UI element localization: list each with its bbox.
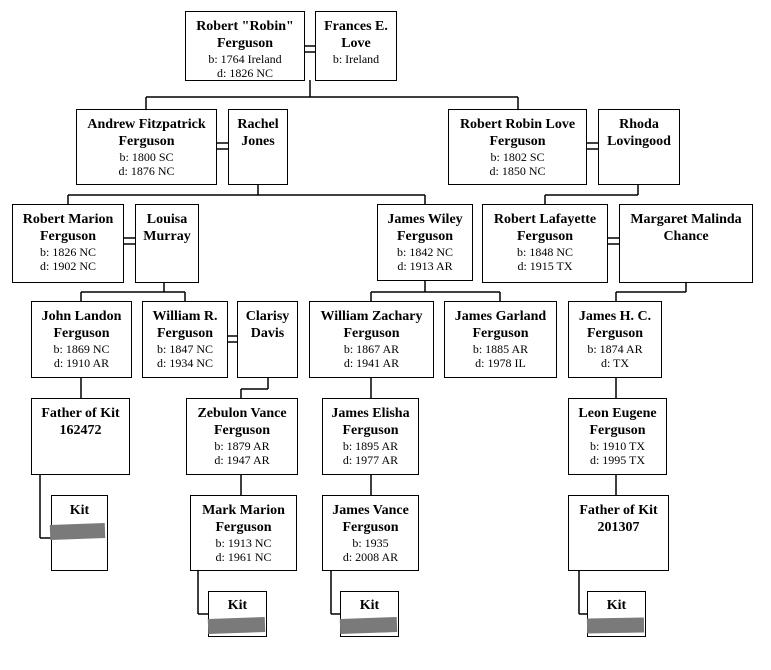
person-name: Frances E. Love xyxy=(324,19,388,51)
person-name: Mark Marion Ferguson xyxy=(202,503,285,535)
person-name: John Landon Ferguson xyxy=(41,309,122,341)
person-name: Rachel Jones xyxy=(237,117,279,149)
person-name: James Vance Ferguson xyxy=(332,503,409,535)
person-name: Kit xyxy=(227,598,248,613)
death-info: d: 1913 AR xyxy=(397,259,453,273)
death-info: d: 1934 NC xyxy=(156,356,213,370)
birth-info: b: 1869 NC xyxy=(53,342,110,356)
death-info: d: 1910 AR xyxy=(53,356,110,370)
death-info: d: 1947 AR xyxy=(214,453,270,467)
person-margaret-malinda-chance: Margaret Malinda Chance xyxy=(619,204,753,283)
person-kit-3: Kit xyxy=(339,591,399,637)
death-info: d: 1902 NC xyxy=(39,259,96,273)
person-zebulon-vance-ferguson: Zebulon Vance Ferguson b: 1879 AR d: 194… xyxy=(186,398,298,475)
person-leon-eugene-ferguson: Leon Eugene Ferguson b: 1910 TX d: 1995 … xyxy=(568,398,667,475)
birth-info: b: 1842 NC xyxy=(396,245,453,259)
person-father-of-kit-162472: Father of Kit 162472 xyxy=(31,398,130,475)
person-name: Zebulon Vance Ferguson xyxy=(197,406,287,438)
birth-info: b: 1847 NC xyxy=(156,342,213,356)
person-name: James Garland Ferguson xyxy=(454,309,547,341)
person-name: Robert "Robin" Ferguson xyxy=(196,19,294,51)
person-andrew-fitzpatrick-ferguson: Andrew Fitzpatrick Ferguson b: 1800 SC d… xyxy=(76,109,217,185)
birth-info: b: 1885 AR xyxy=(472,342,529,356)
person-name: Kit xyxy=(69,503,90,518)
person-name: Rhoda Lovingood xyxy=(607,117,671,149)
person-name: Margaret Malinda Chance xyxy=(630,212,742,244)
person-name: Leon Eugene Ferguson xyxy=(578,406,657,438)
birth-info: b: 1895 AR xyxy=(342,439,399,453)
birth-info: b: 1800 SC xyxy=(119,150,174,164)
person-robert-marion-ferguson: Robert Marion Ferguson b: 1826 NC d: 190… xyxy=(12,204,124,283)
redacted-kit-number xyxy=(586,617,645,634)
person-kit-4: Kit xyxy=(586,591,646,637)
person-name: William R. Ferguson xyxy=(152,309,218,341)
birth-info: b: 1848 NC xyxy=(516,245,573,259)
person-name: Robert Marion Ferguson xyxy=(22,212,114,244)
birth-info: b: 1826 NC xyxy=(39,245,96,259)
death-info: d: 1977 AR xyxy=(342,453,399,467)
death-info: d: 1978 IL xyxy=(475,356,526,370)
redacted-kit-number xyxy=(49,523,106,540)
death-info: d: 2008 AR xyxy=(342,550,399,564)
birth-info: b: 1802 SC xyxy=(490,150,545,164)
person-robert-lafayette-ferguson: Robert Lafayette Ferguson b: 1848 NC d: … xyxy=(482,204,608,283)
death-info: d: 1876 NC xyxy=(118,164,175,178)
person-james-elisha-ferguson: James Elisha Ferguson b: 1895 AR d: 1977… xyxy=(322,398,419,475)
person-name: Robert Robin Love Ferguson xyxy=(459,117,576,149)
redacted-kit-number xyxy=(339,617,398,634)
person-name: Andrew Fitzpatrick Ferguson xyxy=(87,117,206,149)
redacted-kit-number xyxy=(207,617,266,634)
person-frances-love: Frances E. Love b: Ireland xyxy=(315,11,397,81)
birth-info: b: 1913 NC xyxy=(215,536,272,550)
birth-info: b: 1879 AR xyxy=(214,439,270,453)
person-rachel-jones: Rachel Jones xyxy=(228,109,288,185)
person-kit-1: Kit xyxy=(49,495,108,571)
person-kit-2: Kit xyxy=(207,591,267,637)
person-william-zachary-ferguson: William Zachary Ferguson b: 1867 AR d: 1… xyxy=(309,301,434,378)
person-john-landon-ferguson: John Landon Ferguson b: 1869 NC d: 1910 … xyxy=(31,301,132,378)
person-louisa-murray: Louisa Murray xyxy=(135,204,199,283)
person-james-vance-ferguson: James Vance Ferguson b: 1935 d: 2008 AR xyxy=(322,495,419,571)
birth-info: b: 1867 AR xyxy=(343,342,400,356)
person-name: William Zachary Ferguson xyxy=(320,309,423,341)
birth-info: b: 1910 TX xyxy=(589,439,646,453)
person-james-wiley-ferguson: James Wiley Ferguson b: 1842 NC d: 1913 … xyxy=(377,204,473,281)
person-name: Robert Lafayette Ferguson xyxy=(493,212,597,244)
person-mark-marion-ferguson: Mark Marion Ferguson b: 1913 NC d: 1961 … xyxy=(190,495,297,571)
death-info: d: 1826 NC xyxy=(216,66,273,80)
person-name: Clarisy Davis xyxy=(245,309,290,341)
death-info: d: TX xyxy=(600,356,630,370)
person-rhoda-lovingood: Rhoda Lovingood xyxy=(598,109,680,185)
death-info: d: 1961 NC xyxy=(215,550,272,564)
birth-info: b: Ireland xyxy=(332,52,380,66)
death-info: d: 1915 TX xyxy=(517,259,573,273)
birth-info: b: 1764 Ireland xyxy=(208,52,282,66)
person-robert-robin-ferguson: Robert "Robin" Ferguson b: 1764 Ireland … xyxy=(185,11,305,81)
person-name: Kit xyxy=(359,598,380,613)
death-info: d: 1850 NC xyxy=(489,164,546,178)
person-james-hc-ferguson: James H. C. Ferguson b: 1874 AR d: TX xyxy=(568,301,662,378)
person-clarisy-davis: Clarisy Davis xyxy=(237,301,298,378)
person-robert-robin-love-ferguson: Robert Robin Love Ferguson b: 1802 SC d:… xyxy=(448,109,587,185)
person-name: Father of Kit 201307 xyxy=(579,503,658,535)
death-info: d: 1941 AR xyxy=(343,356,400,370)
person-james-garland-ferguson: James Garland Ferguson b: 1885 AR d: 197… xyxy=(444,301,557,378)
person-william-r-ferguson: William R. Ferguson b: 1847 NC d: 1934 N… xyxy=(142,301,228,378)
person-father-of-kit-201307: Father of Kit 201307 xyxy=(568,495,669,571)
person-name: James Elisha Ferguson xyxy=(331,406,410,438)
person-name: James H. C. Ferguson xyxy=(578,309,652,341)
person-name: Kit xyxy=(606,598,627,613)
birth-info: b: 1874 AR xyxy=(587,342,643,356)
person-name: Father of Kit 162472 xyxy=(41,406,120,438)
person-name: Louisa Murray xyxy=(143,212,191,244)
person-name: James Wiley Ferguson xyxy=(387,212,463,244)
death-info: d: 1995 TX xyxy=(589,453,646,467)
birth-info: b: 1935 xyxy=(352,536,389,550)
